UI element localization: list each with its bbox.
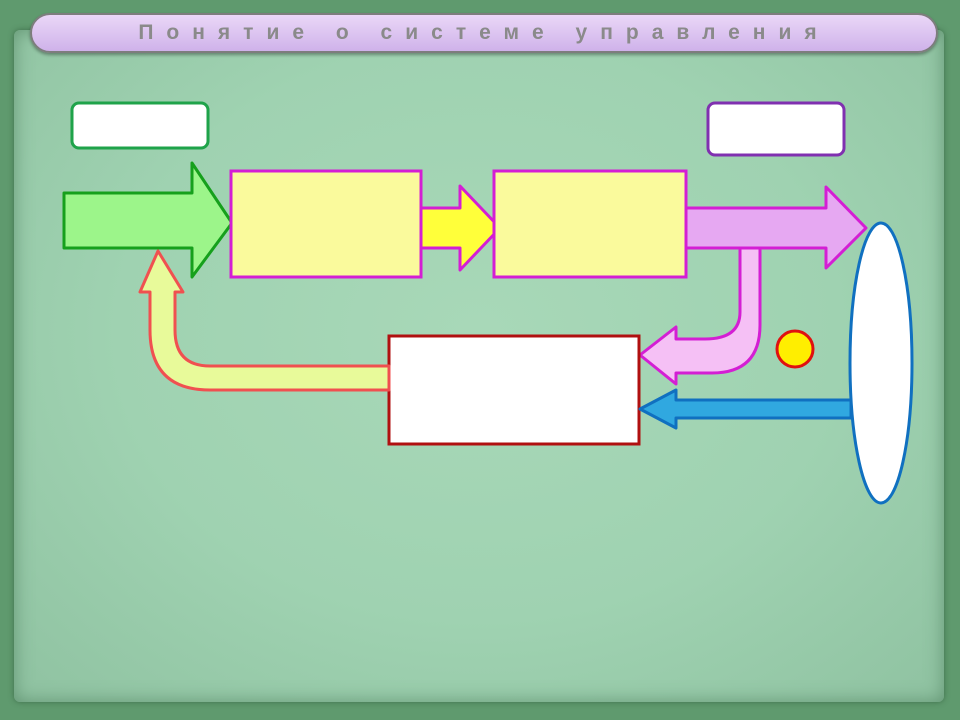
title-bar: Понятие о системе управления (30, 13, 938, 53)
page-title: Понятие о системе управления (138, 21, 830, 44)
marker-dot (775, 329, 815, 369)
label-box-right (706, 101, 846, 157)
return-arrow (138, 249, 391, 392)
feedback-block (387, 334, 641, 446)
input-arrow (62, 161, 234, 279)
disturbance-arrow (638, 388, 853, 430)
controller-block (229, 169, 423, 279)
label-box-left (70, 101, 210, 150)
control-signal-arrow (419, 184, 502, 272)
output-arrow (684, 185, 868, 270)
measurement-arrow (638, 246, 762, 386)
environment-ellipse (848, 221, 914, 505)
object-block (492, 169, 688, 279)
